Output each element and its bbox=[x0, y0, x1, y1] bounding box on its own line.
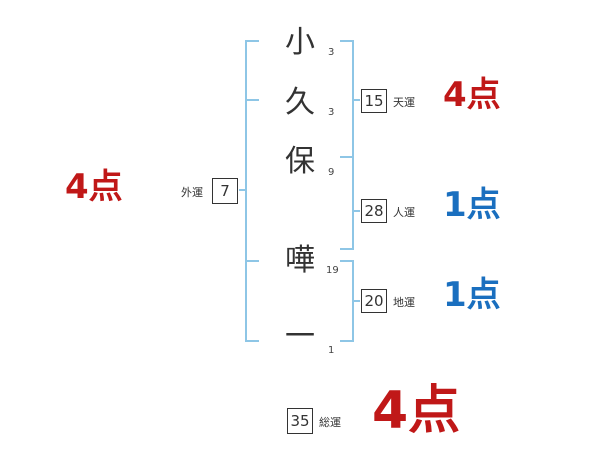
name-char-5: 一 bbox=[285, 319, 315, 354]
chiun-score: 1点 bbox=[443, 275, 501, 315]
souun-score: 4点 bbox=[372, 381, 461, 441]
name-char-2: 久 bbox=[285, 85, 315, 120]
chiun-value-box: 20 bbox=[361, 289, 387, 313]
souun-label: 総運 bbox=[319, 416, 341, 429]
tenun-value-box: 15 bbox=[361, 89, 387, 113]
stroke-count-1: 3 bbox=[328, 47, 335, 58]
jinun-bracket-connector bbox=[354, 210, 360, 212]
jinun-bracket bbox=[340, 158, 354, 250]
stroke-count-2: 3 bbox=[328, 107, 335, 118]
name-char-3: 保 bbox=[285, 144, 315, 179]
tenun-bracket-connector bbox=[354, 99, 360, 101]
chiun-bracket-connector bbox=[354, 300, 360, 302]
souun-value-box: 35 bbox=[287, 408, 313, 434]
tenun-bracket bbox=[340, 40, 354, 158]
stroke-count-3: 9 bbox=[328, 167, 335, 178]
jinun-label: 人運 bbox=[393, 206, 415, 219]
tenun-label: 天運 bbox=[393, 96, 415, 109]
name-char-4: 嘩 bbox=[285, 243, 315, 278]
tenun-score: 4点 bbox=[443, 75, 501, 115]
chiun-label: 地運 bbox=[393, 296, 415, 309]
gaiun-value-box: 7 bbox=[212, 178, 238, 204]
outer-bracket bbox=[245, 40, 259, 342]
name-char-1: 小 bbox=[285, 25, 315, 60]
jinun-value-box: 28 bbox=[361, 199, 387, 223]
chiun-bracket bbox=[340, 260, 354, 342]
jinun-score: 1点 bbox=[443, 185, 501, 225]
stroke-count-5: 1 bbox=[328, 345, 335, 356]
outer-bracket-tick-top bbox=[247, 99, 259, 101]
gaiun-score: 4点 bbox=[65, 167, 123, 207]
outer-bracket-connector bbox=[239, 189, 247, 191]
outer-bracket-tick-bottom bbox=[247, 260, 259, 262]
gaiun-label: 外運 bbox=[181, 186, 203, 199]
stroke-count-4: 19 bbox=[326, 265, 339, 276]
